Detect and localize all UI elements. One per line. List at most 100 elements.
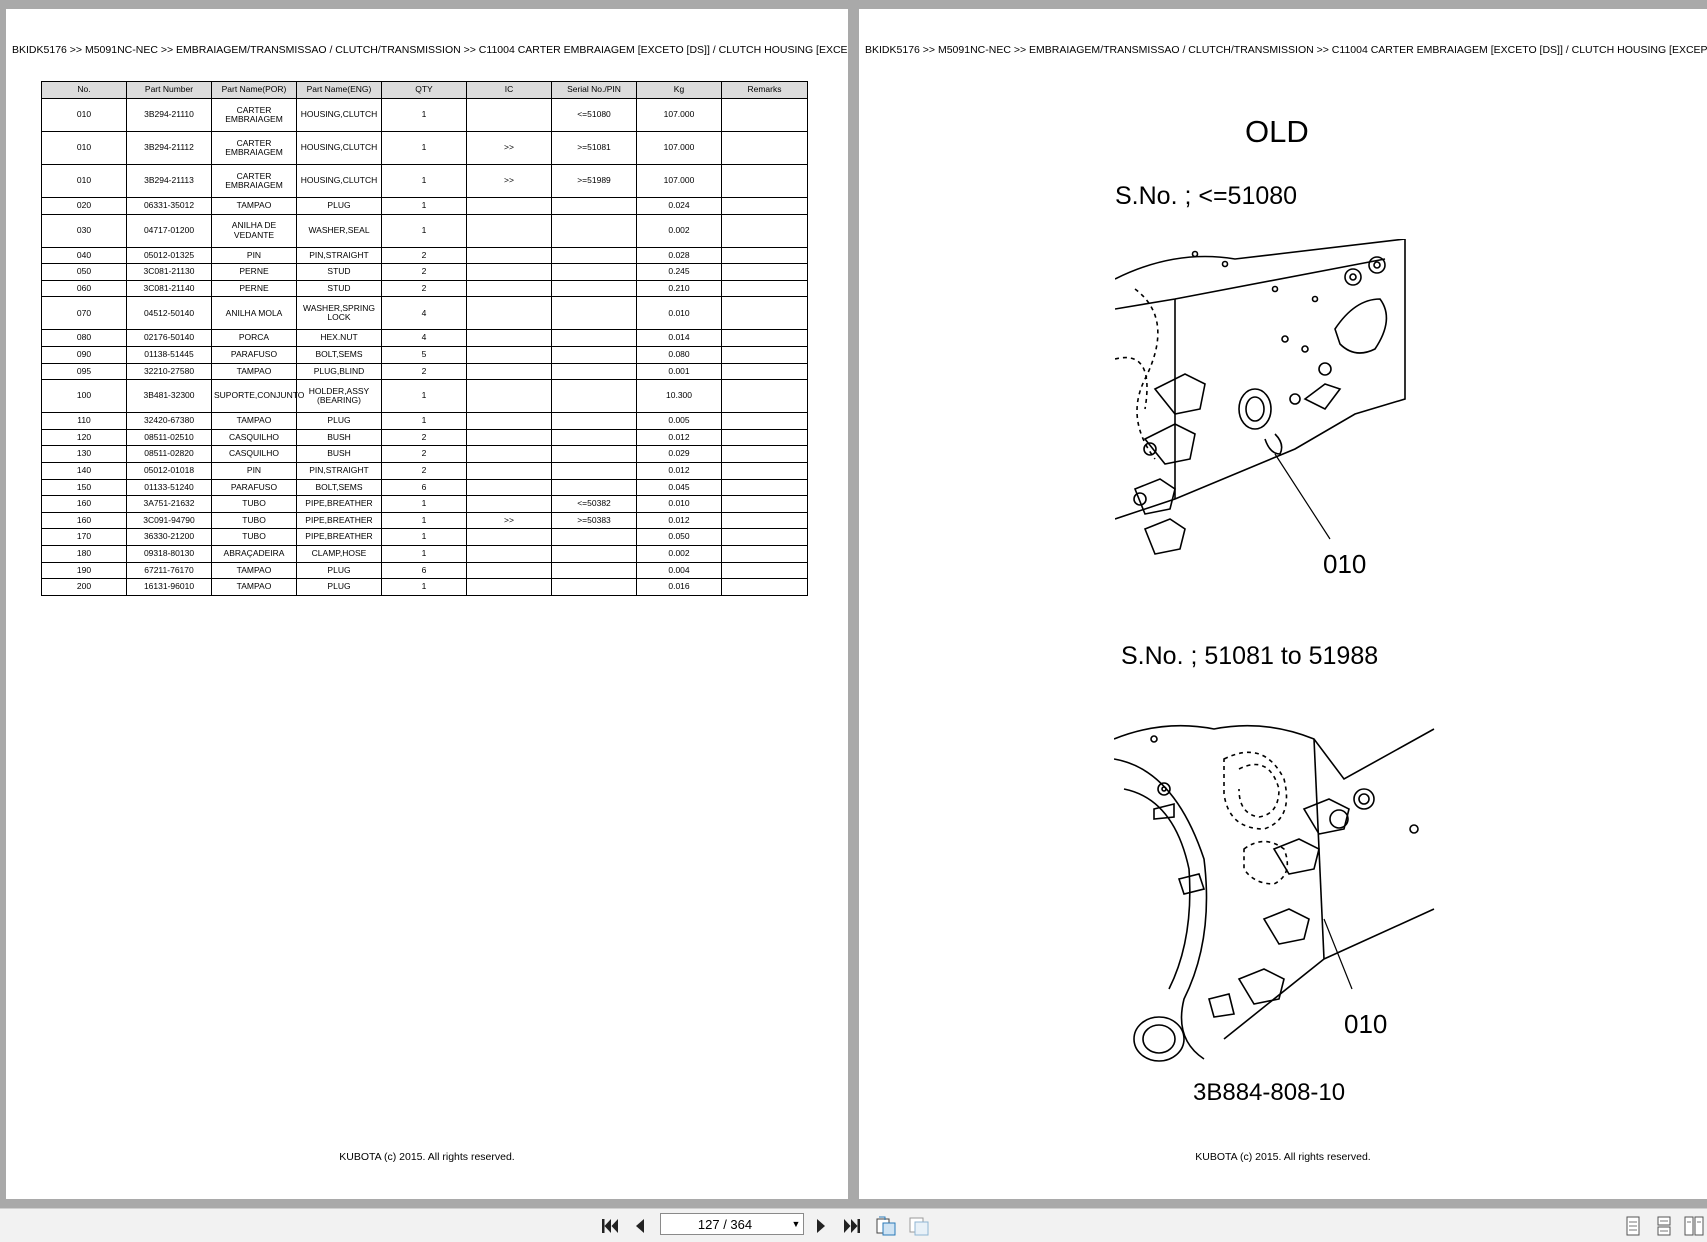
- last-page-button[interactable]: [840, 1214, 864, 1238]
- cell-qty: 2: [381, 362, 467, 381]
- cell-qty: 6: [381, 561, 467, 580]
- fit-page-icon: [876, 1216, 896, 1236]
- prev-page-button[interactable]: [628, 1214, 652, 1238]
- cell-no: 030: [41, 213, 127, 248]
- cell-kg: 0.016: [636, 578, 722, 596]
- cell-part-number: 3C091-94790: [126, 511, 212, 530]
- col-header-part-name-por: Part Name(POR): [211, 81, 297, 99]
- page-footer: KUBOTA (c) 2015. All rights reserved.: [339, 1151, 515, 1163]
- cell-part-name-eng: PIPE,BREATHER: [296, 495, 382, 513]
- cell-part-number: 05012-01325: [126, 246, 212, 265]
- cell-ic: [466, 412, 552, 430]
- part-callout-010: 010: [1323, 549, 1367, 579]
- cell-part-name-por: TAMPAO: [211, 561, 297, 580]
- cell-part-number: 36330-21200: [126, 528, 212, 546]
- cell-no: 060: [41, 279, 127, 298]
- cell-kg: 0.002: [636, 213, 722, 248]
- cell-ic: [466, 528, 552, 546]
- cell-ic: [466, 329, 552, 347]
- cell-part-number: 67211-76170: [126, 561, 212, 580]
- cell-serial: >=51989: [551, 164, 637, 198]
- cell-part-name-por: PIN: [211, 246, 297, 265]
- page-right: BKIDK5176 >> M5091NC-NEC >> EMBRAIAGEM/T…: [859, 9, 1707, 1199]
- cell-kg: 0.050: [636, 528, 722, 546]
- cell-kg: 0.012: [636, 511, 722, 530]
- fit-width-icon: [909, 1217, 929, 1236]
- cell-serial: [551, 197, 637, 215]
- page-number-select[interactable]: 127 / 364 ▼: [660, 1213, 804, 1235]
- cell-remarks: [721, 461, 808, 480]
- cell-ic: >>: [466, 131, 552, 165]
- cell-part-name-por: SUPORTE,CONJUNTO: [211, 379, 304, 414]
- cell-ic: [466, 428, 552, 447]
- cell-qty: 2: [381, 246, 467, 265]
- cell-part-number: 04512-50140: [126, 296, 212, 331]
- drawing-code: 3B884-808-10: [1193, 1079, 1346, 1106]
- cell-part-name-por: CARTER EMBRAIAGEM: [211, 131, 297, 165]
- cell-qty: 1: [381, 528, 467, 546]
- cell-no: 110: [41, 412, 127, 430]
- cell-qty: 2: [381, 445, 467, 463]
- cell-remarks: [721, 263, 808, 281]
- cell-qty: 1: [381, 379, 467, 414]
- cell-remarks: [721, 544, 808, 563]
- next-page-button[interactable]: [809, 1214, 833, 1238]
- cell-ic: [466, 213, 552, 248]
- cell-no: 130: [41, 445, 127, 463]
- cell-kg: 0.010: [636, 296, 722, 331]
- cell-part-name-eng: BOLT,SEMS: [296, 345, 382, 364]
- breadcrumb: BKIDK5176 >> M5091NC-NEC >> EMBRAIAGEM/T…: [12, 44, 848, 56]
- cell-serial: [551, 379, 637, 414]
- cell-kg: 0.002: [636, 544, 722, 563]
- fit-page-button[interactable]: [874, 1214, 898, 1238]
- cell-part-name-eng: PLUG,BLIND: [296, 362, 382, 381]
- cell-kg: 0.004: [636, 561, 722, 580]
- cell-kg: 0.024: [636, 197, 722, 215]
- first-page-button[interactable]: [598, 1214, 622, 1238]
- cell-kg: 107.000: [636, 98, 722, 132]
- cell-part-number: 05012-01018: [126, 461, 212, 480]
- continuous-view-icon: [1657, 1216, 1671, 1236]
- cell-no: 180: [41, 544, 127, 563]
- cell-no: 010: [41, 98, 127, 132]
- cell-kg: 107.000: [636, 131, 722, 165]
- continuous-view-button[interactable]: [1652, 1214, 1676, 1238]
- single-page-view-button[interactable]: [1621, 1214, 1645, 1238]
- cell-no: 040: [41, 246, 127, 265]
- cell-kg: 0.245: [636, 263, 722, 281]
- cell-part-number: 09318-80130: [126, 544, 212, 563]
- two-page-view-button[interactable]: [1682, 1214, 1706, 1238]
- clutch-housing-drawing-mid: [1114, 724, 1435, 1062]
- cell-serial: [551, 362, 637, 381]
- cell-part-name-por: PARAFUSO: [211, 345, 297, 364]
- cell-serial: [551, 296, 637, 331]
- cell-no: 160: [41, 495, 127, 513]
- cell-serial: >=50383: [551, 511, 637, 530]
- cell-qty: 1: [381, 511, 467, 530]
- cell-part-name-eng: CLAMP,HOSE: [296, 544, 382, 563]
- cell-ic: >>: [466, 511, 552, 530]
- cell-serial: [551, 263, 637, 281]
- cell-remarks: [721, 279, 808, 298]
- cell-qty: 1: [381, 213, 467, 248]
- fit-width-button[interactable]: [907, 1214, 931, 1238]
- cell-part-name-eng: PIPE,BREATHER: [296, 528, 382, 546]
- col-header-remarks: Remarks: [721, 81, 808, 99]
- cell-part-number: 32420-67380: [126, 412, 212, 430]
- first-page-icon: [602, 1219, 618, 1233]
- cell-serial: [551, 578, 637, 596]
- cell-serial: [551, 445, 637, 463]
- cell-serial: [551, 428, 637, 447]
- cell-part-name-eng: HOUSING,CLUTCH: [296, 164, 382, 198]
- next-page-icon: [817, 1219, 825, 1233]
